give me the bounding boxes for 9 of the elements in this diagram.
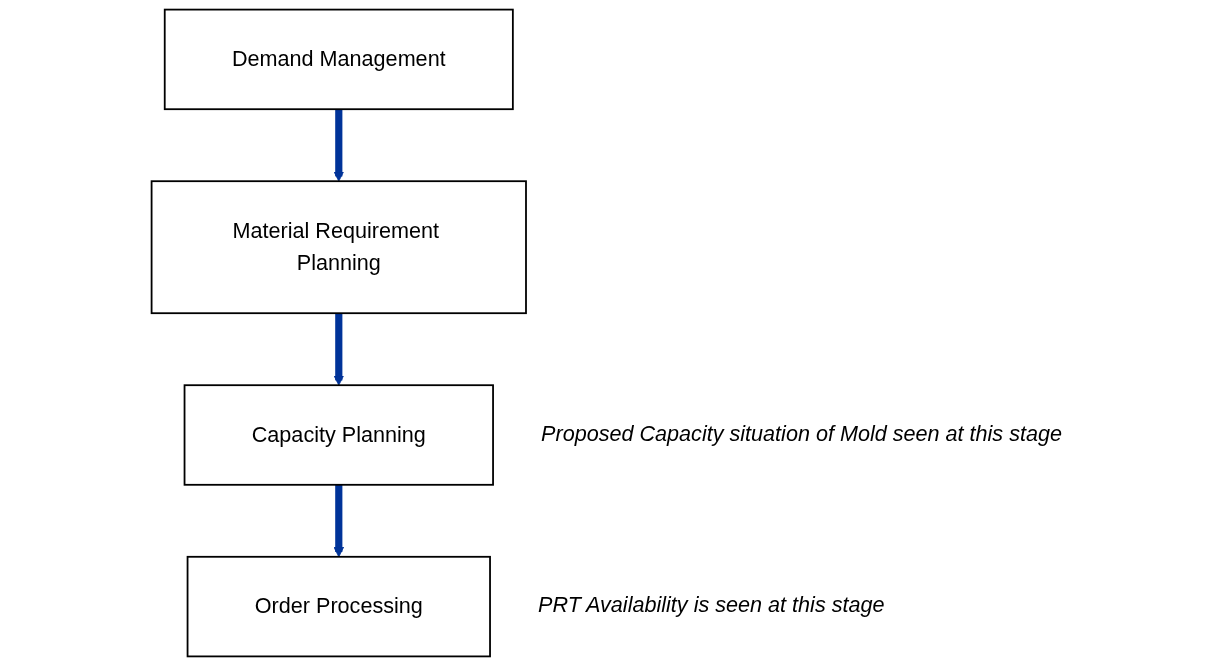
node-box: Demand Management: [163, 8, 514, 111]
arrow: [333, 484, 345, 558]
note-text: PRT Availability is seen at this stage: [538, 592, 885, 618]
node-box: Capacity Planning: [183, 384, 494, 486]
arrow: [333, 109, 345, 182]
note-text: Proposed Capacity situation of Mold seen at this stage: [541, 420, 1062, 446]
node-box: Material Requirement Planning: [150, 180, 527, 315]
node-box: Order Processing: [186, 555, 491, 658]
arrow: [333, 313, 345, 386]
